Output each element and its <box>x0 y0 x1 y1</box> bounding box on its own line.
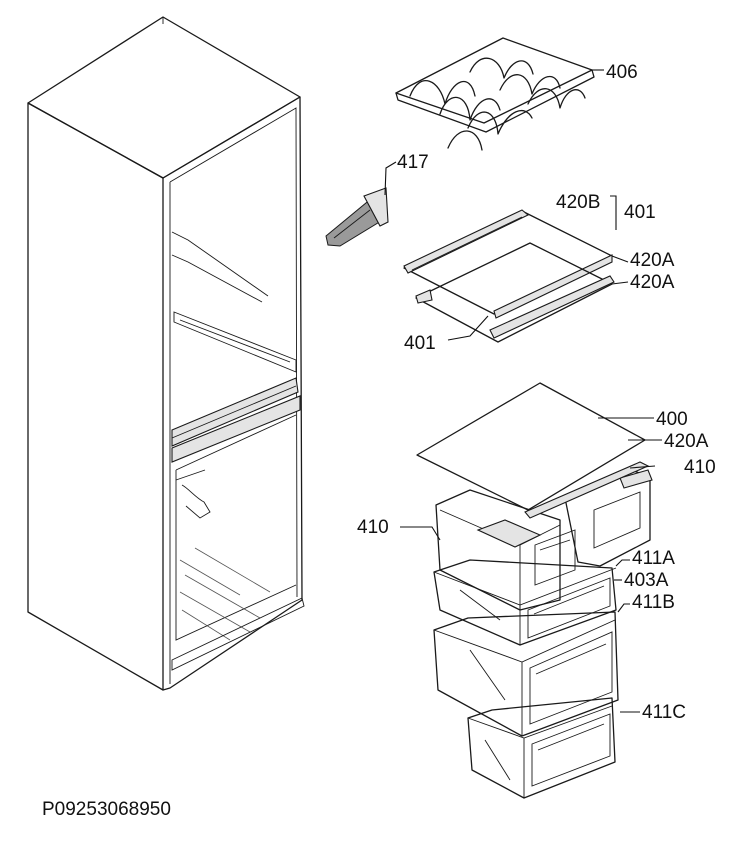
crisper-drawer-410 <box>400 439 662 611</box>
label-410-right: 410 <box>684 457 716 478</box>
glass-shelf-401-lower <box>415 242 615 343</box>
label-420a-3: 420A <box>664 431 709 452</box>
part-labels: 406 417 420B 401 420A 420A 401 400 420A … <box>357 62 716 723</box>
label-403a: 403A <box>624 570 669 591</box>
wine-rack-406 <box>395 37 604 151</box>
label-420b: 420B <box>556 192 600 213</box>
refrigerator-cabinet <box>27 16 305 691</box>
label-420a-2: 420A <box>630 272 675 293</box>
bracket-417 <box>325 161 397 247</box>
freezer-drawer-411c <box>467 697 640 799</box>
label-420a-1: 420A <box>630 250 675 271</box>
label-411b: 411B <box>632 592 675 613</box>
label-417: 417 <box>397 152 429 173</box>
cover-plate-400 <box>416 382 654 511</box>
label-400: 400 <box>656 409 688 430</box>
label-411a: 411A <box>632 548 675 569</box>
label-410-left: 410 <box>357 517 389 538</box>
label-401-upper: 401 <box>624 202 656 223</box>
drawing-code: P09253068950 <box>42 799 171 820</box>
freezer-drawer-411b <box>433 603 630 737</box>
label-401-lower: 401 <box>404 333 436 354</box>
glass-shelf-401-upper <box>403 209 613 319</box>
freezer-drawer-411a <box>433 559 630 646</box>
label-411c: 411C <box>642 702 686 723</box>
label-406: 406 <box>606 62 638 83</box>
